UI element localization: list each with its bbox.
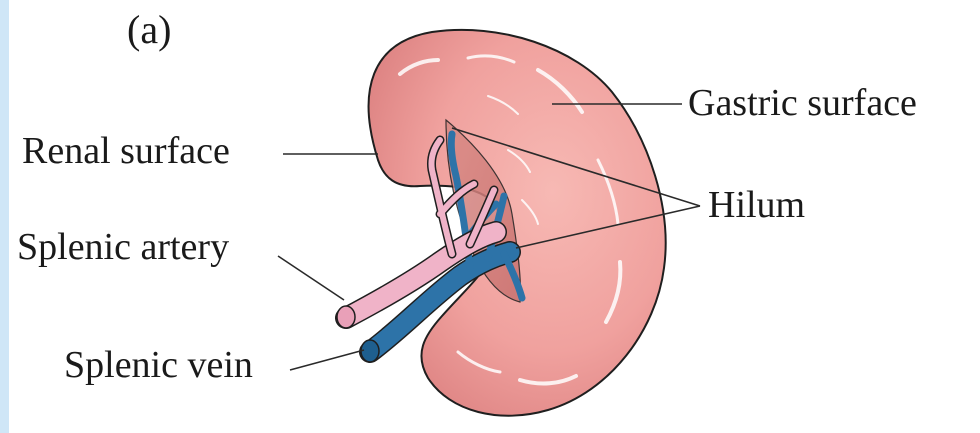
leader-vein [290,350,364,370]
gastric-surface-label: Gastric surface [688,84,917,122]
renal-surface-label: Renal surface [22,132,230,170]
figure-label: (a) [127,10,171,50]
splenic-artery-label: Splenic artery [17,228,229,266]
splenic-vein-label: Splenic vein [64,346,253,384]
hilum-label: Hilum [708,186,805,224]
leader-artery [278,256,344,300]
spleen-organ [369,30,666,416]
